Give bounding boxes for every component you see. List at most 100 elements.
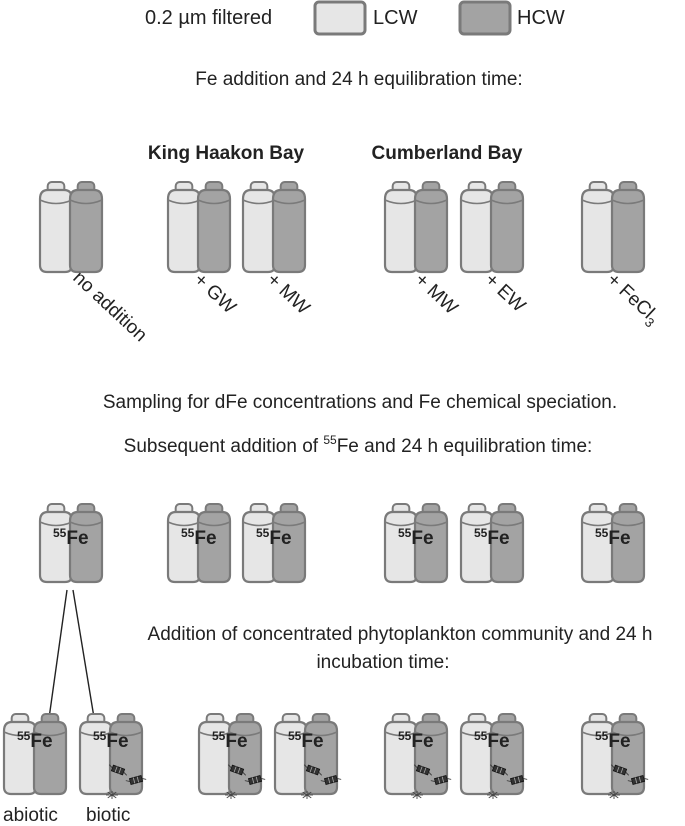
treatment-label-mw-khb: + MW [263,269,314,319]
bottle-pair: 55Fe [241,503,307,584]
lcw-bottle [383,181,419,274]
label-abiotic: abiotic [3,805,58,826]
hcw-bottle [489,503,525,584]
treatment-label-gw: + GW [190,269,240,318]
fe-55-text: Fe [194,528,216,549]
bottle-pair: 55Fe [273,713,342,799]
fe-55-label: 55Fe [256,526,292,549]
hcw-bottle [303,713,339,796]
legend: 0.2 µm filtered LCW HCW [145,0,565,36]
step4-heading-line2: incubation time: [316,652,449,673]
fe-55-superscript: 55 [256,526,270,540]
phytoplankton-star-icon [225,791,237,799]
bottle-pair [38,181,104,274]
bottle-pair: 55Fe [78,713,147,799]
fe-55-text: Fe [487,528,509,549]
treatment-labels: no addition + GW + MW + MW + EW + FeCl3 [69,267,664,346]
fe-55-label: 55Fe [474,526,510,549]
phytoplankton-star-icon [106,791,118,799]
row-fe-addition [38,181,646,274]
fe-55-text: Fe [30,731,52,752]
fe-55-label: 55Fe [474,729,510,752]
bottle-pair: 55Fe [197,713,266,799]
fecl3-text: + FeCl [603,269,659,323]
bottle-pair: 55Fe [383,503,449,584]
treatment-label-mw-cb: + MW [411,269,462,319]
legend-hcw-text: HCW [517,7,565,29]
legend-lcw-text: LCW [373,7,418,29]
bottle-pair [580,181,646,274]
fe-55-superscript: 55 [474,526,488,540]
fe-55-superscript: 55 [595,526,609,540]
lcw-bottle [38,181,74,274]
phytoplankton-cell-icon [506,775,528,785]
step2-heading: Sampling for dFe concentrations and Fe c… [103,392,617,413]
fe-55-label: 55Fe [17,729,53,752]
fe-55-text: Fe [487,731,509,752]
lcw-bottle [273,713,309,796]
fe-55-label: 55Fe [288,729,324,752]
hcw-bottle [413,503,449,584]
fe-55-label: 55Fe [398,729,434,752]
phytoplankton-cell-icon [108,764,128,776]
fe-55-text: Fe [269,528,291,549]
phytoplankton-cell-icon [610,764,630,776]
fe-55-label: 55Fe [595,526,631,549]
fe-55-text: Fe [608,731,630,752]
phytoplankton-star-icon [301,791,313,799]
hcw-bottle [196,503,232,584]
fe-55-text: Fe [106,731,128,752]
fe-55-text: Fe [411,731,433,752]
site-king-haakon: King Haakon Bay [148,143,305,164]
hcw-bottle [68,503,104,584]
step1-heading: Fe addition and 24 h equilibration time: [195,69,522,90]
step3-heading: Subsequent addition of 55Fe and 24 h equ… [124,433,593,457]
bottle-pair [241,181,307,274]
lcw-bottle [383,713,419,796]
bottle-pair: 55Fe [38,503,104,584]
hcw-bottle [32,713,68,796]
step3-text-after: Fe and 24 h equilibration time: [337,436,593,457]
fe-55-text: Fe [608,528,630,549]
fe-55-superscript: 55 [398,729,412,743]
lcw-bottle [580,503,616,584]
legend-lcw-swatch [313,0,367,36]
fe-55-label: 55Fe [93,729,129,752]
lcw-bottle [166,181,202,274]
hcw-bottle [413,181,449,274]
hcw-bottle [489,181,525,274]
hcw-bottle [413,713,449,796]
hcw-bottle [271,503,307,584]
legend-hcw-swatch [458,0,512,36]
phytoplankton-cell-icon [244,775,266,785]
fe-55-superscript: 55 [595,729,609,743]
legend-filtered-text: 0.2 µm filtered [145,7,272,29]
lcw-bottle [580,713,616,796]
lcw-bottle [197,713,233,796]
step4-heading-line1: Addition of concentrated phytoplankton c… [148,624,653,645]
hcw-bottle [196,181,232,274]
step3-superscript: 55 [323,433,337,447]
bottle-pair: 55Fe [166,503,232,584]
fe-55-superscript: 55 [181,526,195,540]
bottle-pair [166,181,232,274]
fe-55-label: 55Fe [53,526,89,549]
fe-55-text: Fe [411,528,433,549]
phytoplankton-cell-icon [227,764,247,776]
bottle-pair [459,181,525,274]
fe-55-label: 55Fe [212,729,248,752]
hcw-bottle [610,713,646,796]
lcw-bottle [2,713,38,796]
hcw-bottle [489,713,525,796]
hcw-bottle [108,713,144,796]
treatment-label-fecl3: + FeCl3 [601,269,664,330]
hcw-bottle [271,181,307,274]
hcw-bottle [610,181,646,274]
lcw-bottle [241,503,277,584]
phytoplankton-cell-icon [413,764,433,776]
bottle-pair: 55Fe [580,713,649,799]
fe-55-label: 55Fe [595,729,631,752]
